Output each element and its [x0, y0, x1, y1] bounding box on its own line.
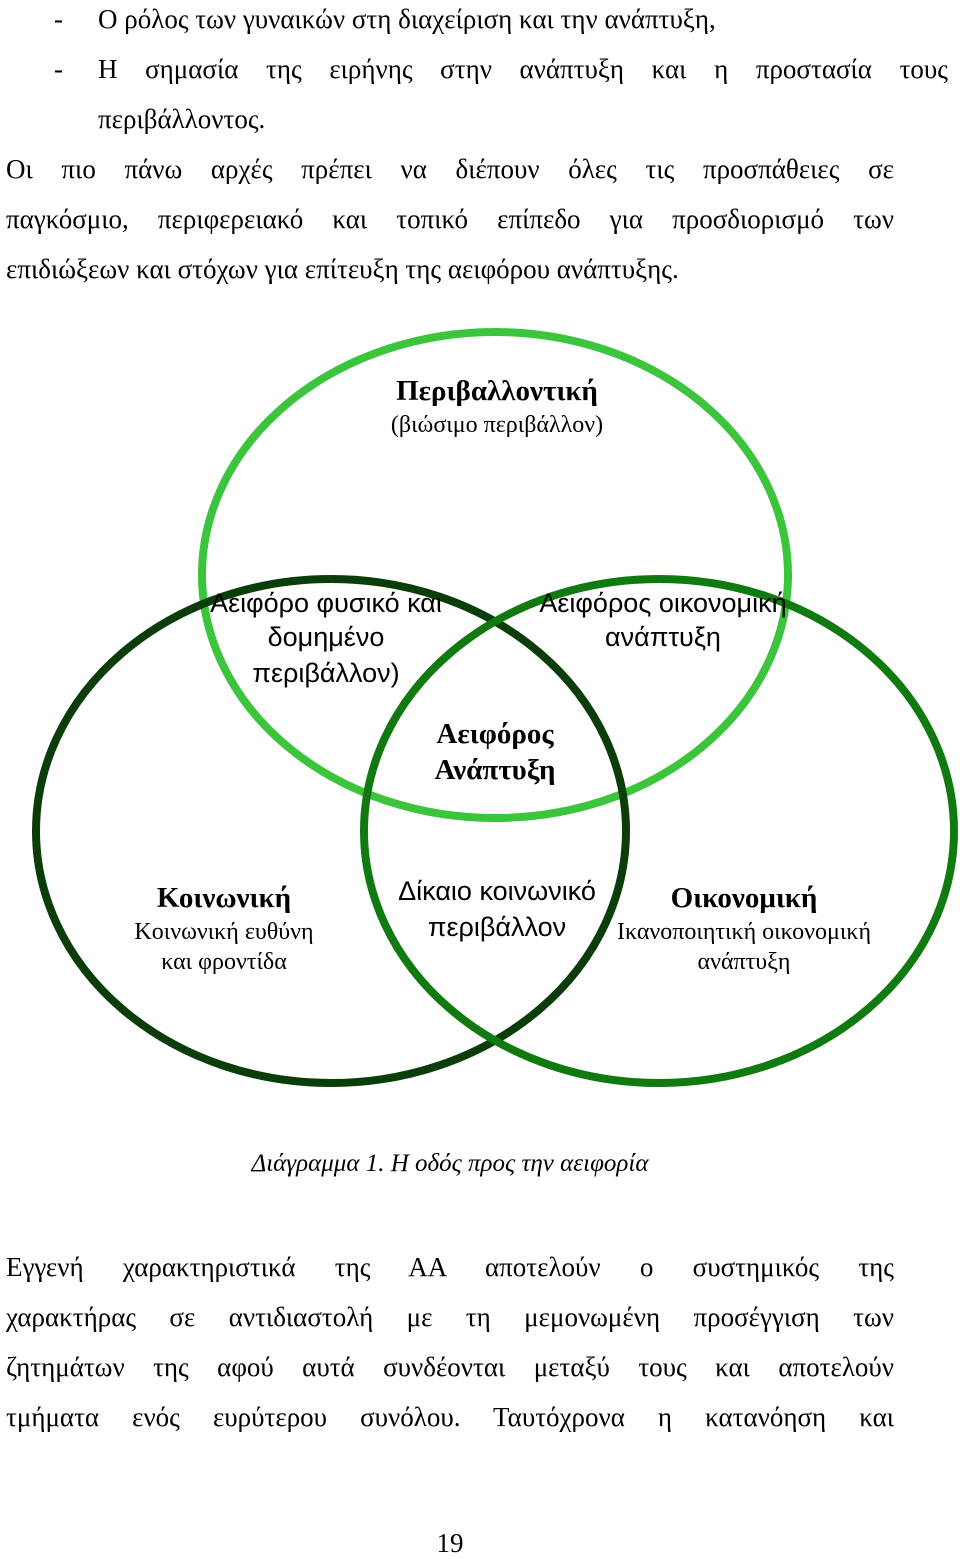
bullet-text: Η σημασία της ειρήνης στην ανάπτυξη και … — [98, 54, 948, 84]
social-subtitle-line: Κοινωνική ευθύνη — [134, 919, 313, 945]
overlap-env-social-line: Αειφόρο φυσικό και — [210, 588, 442, 618]
bullet-dash: - — [54, 4, 63, 34]
social-title: Κοινωνική — [157, 882, 291, 914]
environmental-circle — [198, 328, 792, 822]
overlap-env-economic-line: Αειφόρος οικονομική — [539, 588, 786, 618]
social-subtitle-line: και φροντίδα — [161, 949, 287, 975]
social-circle — [32, 575, 630, 1087]
paragraph2-line: ζητημάτων της αφού αυτά συνδέονται μεταξ… — [6, 1352, 894, 1382]
paragraph1-line: παγκόσμιο, περιφερειακό και τοπικό επίπε… — [6, 204, 894, 234]
environmental-title: Περιβαλλοντική — [396, 375, 598, 407]
economic-circle — [360, 575, 958, 1087]
overlap-env-social-line: δομημένο — [268, 622, 385, 652]
economic-title: Οικονομική — [671, 882, 818, 914]
environmental-subtitle: (βιώσιμο περιβάλλον) — [391, 412, 603, 438]
center-label-line: Αειφόρος — [436, 718, 554, 750]
overlap-env-economic-line: ανάπτυξη — [605, 622, 721, 652]
overlap-social-economic-line: περιβάλλον — [428, 912, 566, 942]
diagram-caption: Διάγραμμα 1. Η οδός προς την αειφορία — [251, 1150, 649, 1177]
economic-subtitle-line: ανάπτυξη — [698, 949, 791, 975]
paragraph2-line: χαρακτήρας σε αντιδιαστολή με τη μεμονωμ… — [6, 1302, 894, 1332]
overlap-social-economic-line: Δίκαιο κοινωνικό — [398, 876, 596, 906]
center-label-line: Ανάπτυξη — [435, 754, 556, 786]
overlap-env-social-line: περιβάλλον) — [252, 658, 399, 688]
paragraph1-line: επιδιώξεων και στόχων για επίτευξη της α… — [6, 254, 679, 284]
paragraph1-line: Οι πιο πάνω αρχές πρέπει να διέπουν όλες… — [6, 154, 894, 184]
paragraph2-line: Εγγενή χαρακτηριστικά της ΑΑ αποτελούν ο… — [6, 1252, 894, 1282]
bullet-dash: - — [54, 54, 63, 84]
page-number: 19 — [436, 1528, 464, 1558]
venn-diagram: Περιβαλλοντική (βιώσιμο περιβάλλον) Αειφ… — [32, 328, 958, 1087]
bullet-text: Ο ρόλος των γυναικών στη διαχείριση και … — [98, 4, 716, 34]
bullet-text-continuation: περιβάλλοντος. — [98, 104, 266, 134]
paragraph2-line: τμήματα ενός ευρύτερου συνόλου. Ταυτόχρο… — [6, 1402, 894, 1432]
economic-subtitle-line: Ικανοποιητική οικονομική — [617, 919, 871, 945]
